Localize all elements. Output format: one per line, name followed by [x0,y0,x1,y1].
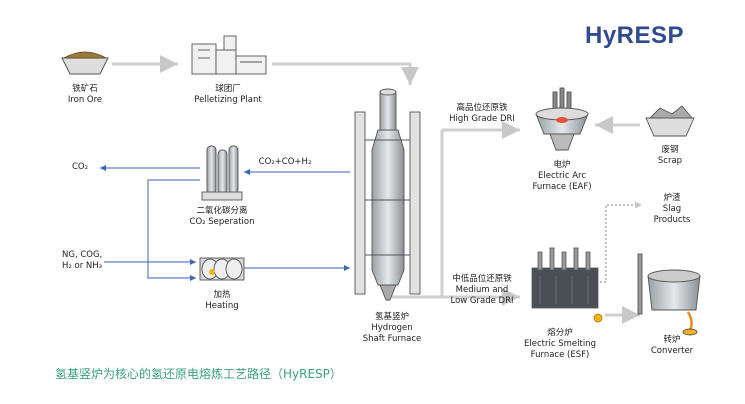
diagram-caption: 氢基竖炉为核心的氢还原电熔炼工艺路径（HyRESP） [55,367,342,381]
high-grade-dri-label: 高品位还原铁 High Grade DRI [449,103,515,124]
gas-input-label: NG, COG, H₂ or NH₃ [62,250,103,271]
heating-icon [199,257,245,281]
iron-ore-label: 铁矿石 Iron Ore [67,84,103,105]
hyresp-logo: HyRESP [585,22,685,49]
material-flow-lines [112,55,640,324]
heating-label: 加热 Heating [205,290,239,311]
scrap-label: 废钢 Scrap [657,145,683,166]
offgas-label: CO₂+CO+H₂ [258,157,312,167]
iron-ore-icon [61,51,109,75]
eaf-label: 电炉 Electric Arc Furnace (EAF) [532,160,592,192]
low-grade-dri-label: 中低品位还原铁 Medium and Low Grade DRI [450,274,514,306]
slag-products-label: 炉渣 Slag Products [653,193,691,225]
eaf-icon [535,87,589,151]
scrap-icon [645,105,695,137]
pelletizing-plant-icon [191,35,267,75]
shaft-furnace-label: 氢基竖炉 Hydrogen Shaft Furnace [362,312,422,344]
converter-icon [637,253,701,336]
co2-separation-label: 二氧化碳分离 CO₂ Seperation [189,206,255,227]
co2-separation-icon [201,145,243,201]
converter-label: 转炉 Converter [650,335,694,356]
co2-output-label: CO₂ [72,162,89,172]
pelletizing-plant-label: 球团厂 Pelletizing Plant [194,84,262,105]
esf-icon [531,247,603,323]
esf-label: 熔分炉 Electric Smelting Furnace (ESF) [524,328,596,360]
gas-flow-lines [100,165,350,281]
shaft-furnace-icon [354,88,421,301]
